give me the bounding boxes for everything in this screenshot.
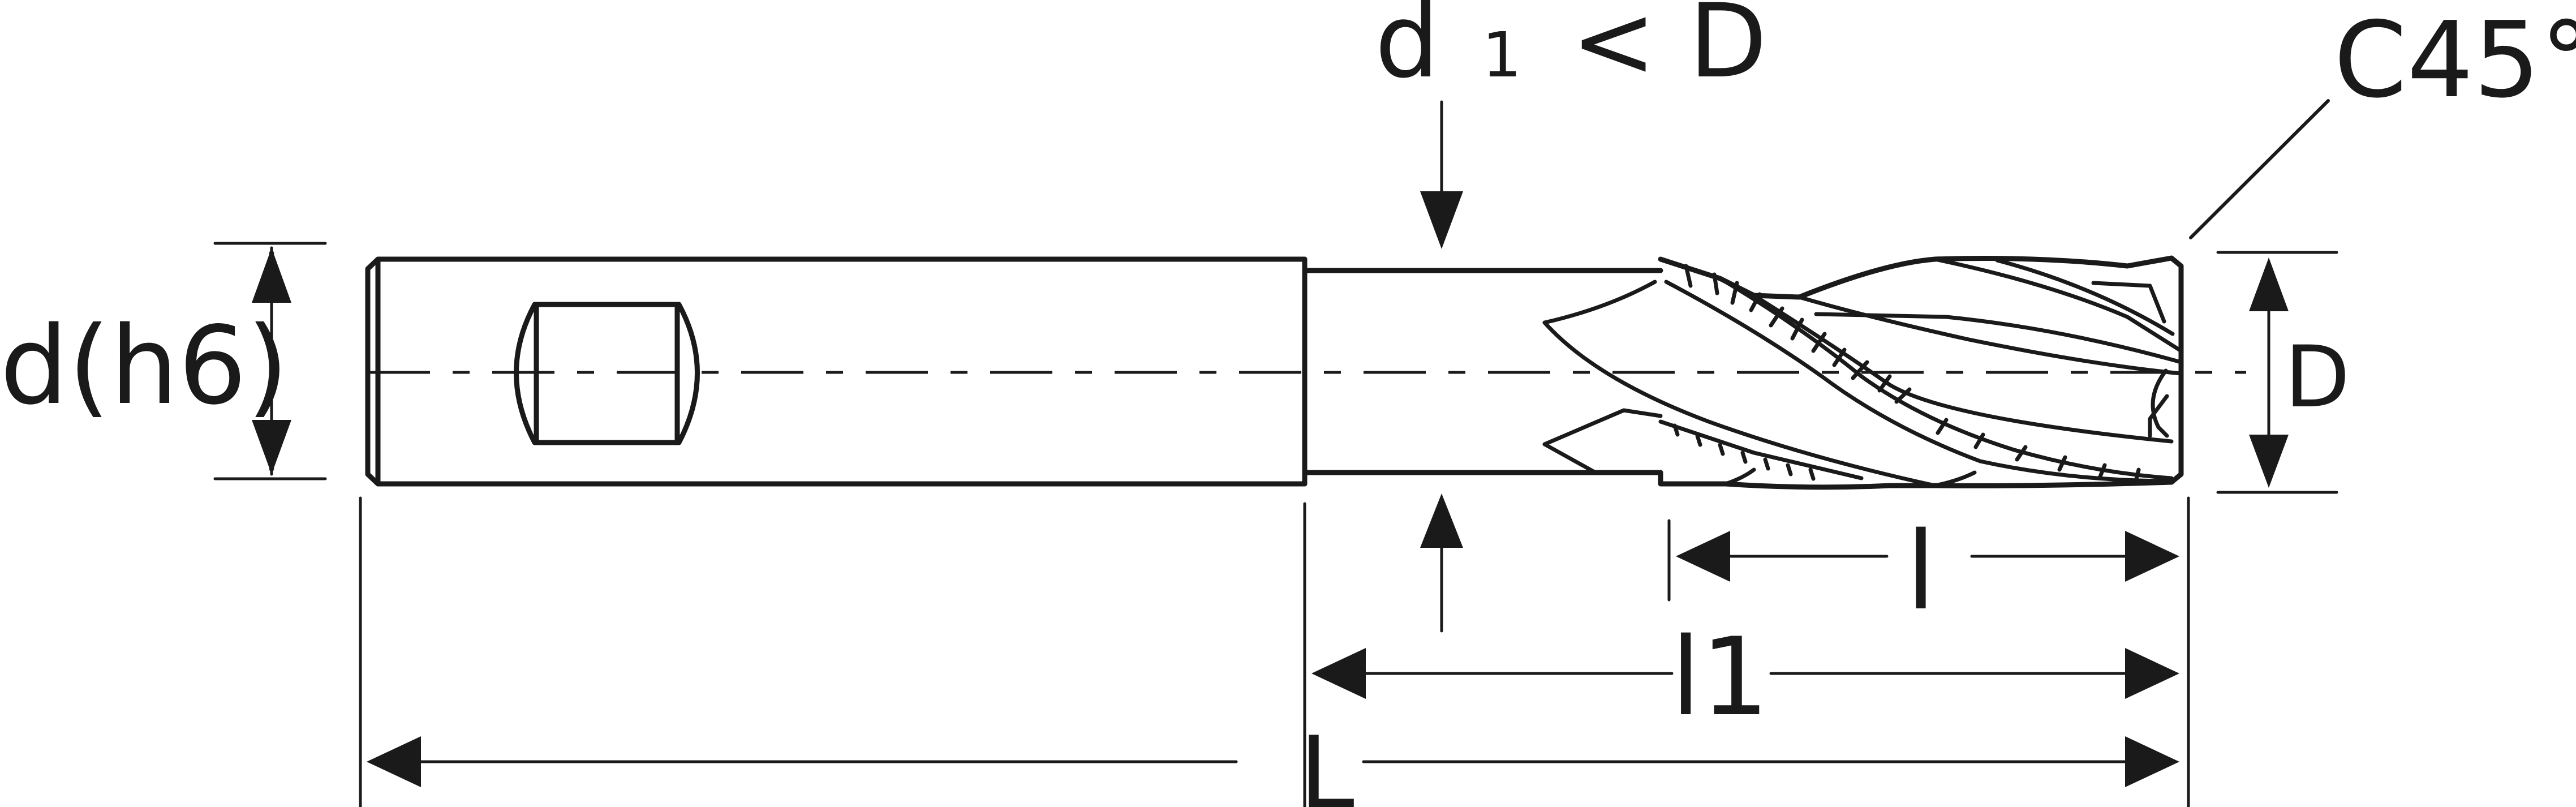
flute-line-1 [1542,280,1657,325]
flute-line-10 [2091,281,2166,324]
arrow-flute-left [1676,531,1730,582]
flute-line-13 [1542,408,1663,447]
label-neck-diameter-sub: 1 [1482,19,1521,91]
arrow-total-right [2125,736,2179,787]
flute-lines [1542,257,2183,488]
label-neck-diameter-rel: < D [1571,0,1767,101]
arrow-cutting-up [2249,257,2289,311]
flute-line-3 [1664,280,2174,483]
label-flute-length: l [1906,509,1936,634]
flute-line-16 [1723,467,1756,486]
label-neck-diameter-main: d [1375,0,1439,101]
flute-line-6 [1797,295,2183,376]
dim-total-length [359,496,2190,807]
arrow-neck-bottom [1420,493,1463,548]
flute-line-14 [1542,442,1598,475]
dim-cutting-diameter [2216,251,2338,494]
flute-line-2 [1542,320,1937,488]
flute-line-17 [1933,470,1977,488]
arrow-neck-right [2125,648,2179,699]
flute-line-8 [1933,257,2183,353]
label-total-length: L [1299,716,1354,807]
arrow-shank-up [252,248,291,303]
label-cutting-diameter: D [2285,328,2350,427]
label-shank-diameter: d(h6) [0,303,289,428]
dim-flute-length [1667,519,2129,602]
flute-line-7 [1814,312,2183,364]
arrow-cutting-down [2249,435,2289,488]
arrow-shank-down [252,420,291,474]
cutting-teeth-upper [1684,264,2141,483]
flute-line-15 [1658,419,1864,480]
arrow-neck-left [1311,648,1366,699]
arrow-flute-right [2125,531,2179,582]
label-neck-diameter: d 1 < D [1375,0,1767,101]
arrow-total-left [367,736,421,787]
arrow-neck-top [1420,191,1463,249]
flute-line-9 [1995,258,2175,336]
cutting-teeth-lower [1672,423,1816,481]
cutting-head-top-edge [1658,255,2184,485]
flute-line-11 [2151,368,2169,438]
flute-line-4 [1718,276,2174,480]
flute-line-5 [1752,293,2174,444]
tool-outline [365,255,2184,490]
flute-line-12 [2148,394,2169,438]
label-neck-length: l1 [1671,615,1769,740]
label-chamfer: C45° [2334,0,2576,121]
leader-line-chamfer [2189,99,2330,239]
dim-neck-length [1303,502,2129,807]
